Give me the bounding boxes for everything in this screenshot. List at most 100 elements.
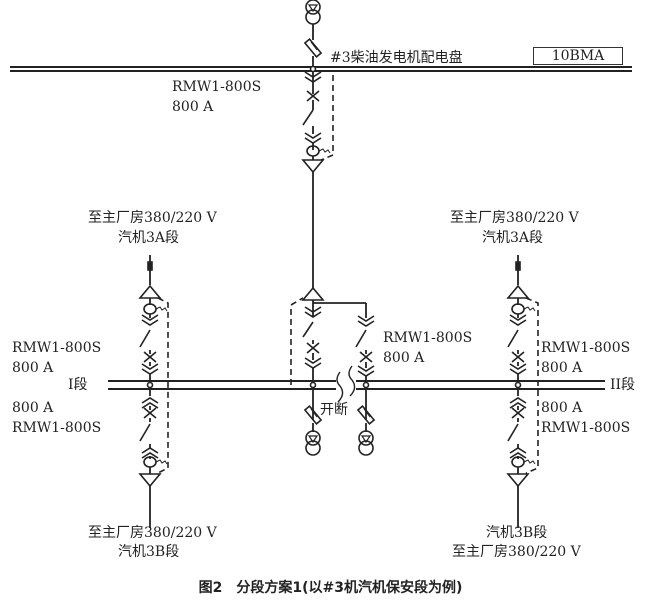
plug-contact-icon: [509, 363, 527, 370]
bus-node: [309, 65, 317, 73]
break-mark-icon: [348, 365, 356, 397]
plug-contact-icon: [304, 306, 322, 313]
cable-terminal-icon: [301, 159, 325, 174]
transformer-icon: [307, 435, 319, 444]
fuse-icon: [310, 408, 318, 418]
cable-terminal-icon: [138, 284, 162, 299]
right-lower-section: 汽机3B段: [486, 525, 548, 541]
plug-contact-icon: [141, 402, 159, 409]
switch-blade-icon: [139, 423, 151, 442]
left-lower-breaker-model: RMW1-800S: [12, 420, 102, 436]
left-lower-section: 汽机3B段: [118, 544, 180, 560]
breaker-cross-icon: [359, 351, 373, 363]
figure-caption: 图2 分段方案1(以#3机汽机保安段为例): [198, 580, 463, 596]
plug-contact-icon: [304, 71, 322, 78]
fuse-icon: [363, 408, 371, 418]
left-lower-dest: 至主厂房380/220 V: [88, 525, 217, 541]
switch-blade-icon: [507, 423, 519, 442]
cable-terminal-icon: [138, 473, 162, 488]
plug-contact-icon: [304, 357, 322, 364]
cable-terminal-icon: [506, 473, 530, 488]
plug-contact-icon: [141, 447, 159, 454]
feeder-interlock: [525, 297, 539, 474]
plug-contact-icon: [141, 397, 159, 404]
top-bus-label: #3柴油发电机配电盘: [330, 50, 463, 66]
breaker-cross-icon: [511, 407, 525, 419]
breaker-cross-icon: [511, 351, 525, 363]
plug-contact-icon: [141, 452, 159, 459]
plug-contact-icon: [509, 319, 527, 326]
bus-node: [309, 381, 317, 389]
transformer-icon: [305, 9, 321, 25]
current-transformer-icon: [511, 303, 525, 315]
plug-contact-icon: [509, 314, 527, 321]
switch-blade-icon: [302, 109, 314, 126]
plug-contact-icon: [141, 363, 159, 370]
transformer-icon: [358, 440, 374, 456]
breaker-cross-icon: [306, 90, 320, 102]
breaker-cross-icon: [306, 342, 320, 354]
cable-marker: [515, 261, 521, 271]
right-upper-breaker-model: RMW1-800S: [541, 340, 631, 356]
relay-icon: [523, 306, 536, 312]
relay-icon: [523, 459, 536, 465]
transformer-icon: [305, 430, 321, 446]
top-breaker-model: RMW1-800S: [172, 79, 262, 95]
left-upper-section: 汽机3A段: [118, 230, 180, 246]
bus-node: [146, 381, 154, 389]
open-label: 开断: [320, 402, 348, 418]
top-bus-id-box: 10BMA: [533, 47, 623, 65]
feeder-interlock: [157, 297, 169, 474]
bus-node: [514, 381, 522, 389]
middle-interlock: [290, 297, 304, 385]
plug-contact-icon: [141, 314, 159, 321]
fuse-icon: [310, 41, 318, 51]
break-mark-icon: [336, 371, 344, 403]
right-lower-breaker-rating: 800 A: [541, 400, 583, 416]
transformer-icon: [307, 4, 319, 13]
current-transformer-icon: [143, 303, 157, 315]
transformer-icon: [358, 430, 374, 446]
cable-terminal-icon: [301, 286, 325, 301]
top-interlock: [320, 75, 334, 161]
cable-marker: [147, 261, 153, 271]
breaker-cross-icon: [143, 351, 157, 363]
plug-contact-icon: [509, 452, 527, 459]
relay-icon: [318, 148, 331, 154]
right-upper-breaker-rating: 800 A: [541, 360, 583, 376]
transformer-icon: [305, 0, 321, 15]
relay-icon: [155, 459, 168, 465]
plug-contact-icon: [357, 365, 375, 372]
right-upper-section: 汽机3A段: [482, 230, 544, 246]
section-2-label: II段: [610, 377, 636, 393]
right-upper-dest: 至主厂房380/220 V: [450, 210, 579, 226]
right-lower-dest: 至主厂房380/220 V: [452, 544, 581, 560]
fuse-icon: [356, 405, 376, 425]
plug-contact-icon: [509, 402, 527, 409]
fuse-icon: [303, 405, 323, 425]
plug-contact-icon: [141, 319, 159, 326]
plug-contact-icon: [304, 311, 322, 318]
plug-contact-icon: [357, 315, 375, 322]
section-1-label: I段: [68, 377, 88, 393]
switch-blade-icon: [507, 329, 519, 348]
fuse-icon: [303, 38, 323, 58]
relay-icon: [155, 306, 168, 312]
left-upper-breaker-model: RMW1-800S: [12, 340, 102, 356]
left-upper-dest: 至主厂房380/220 V: [88, 210, 217, 226]
left-upper-breaker-rating: 800 A: [12, 360, 54, 376]
middle-breaker-model: RMW1-800S: [383, 330, 473, 346]
plug-contact-icon: [304, 132, 322, 139]
middle-breaker-rating: 800 A: [383, 350, 425, 366]
switch-blade-icon: [355, 329, 367, 348]
left-lower-breaker-rating: 800 A: [12, 400, 54, 416]
switch-blade-icon: [139, 329, 151, 348]
cable-terminal-icon: [506, 284, 530, 299]
right-lower-breaker-model: RMW1-800S: [541, 420, 631, 436]
breaker-cross-icon: [143, 407, 157, 419]
transformer-icon: [305, 440, 321, 456]
switch-blade-icon: [302, 321, 314, 338]
plug-contact-icon: [357, 320, 375, 327]
bus-node: [362, 381, 370, 389]
